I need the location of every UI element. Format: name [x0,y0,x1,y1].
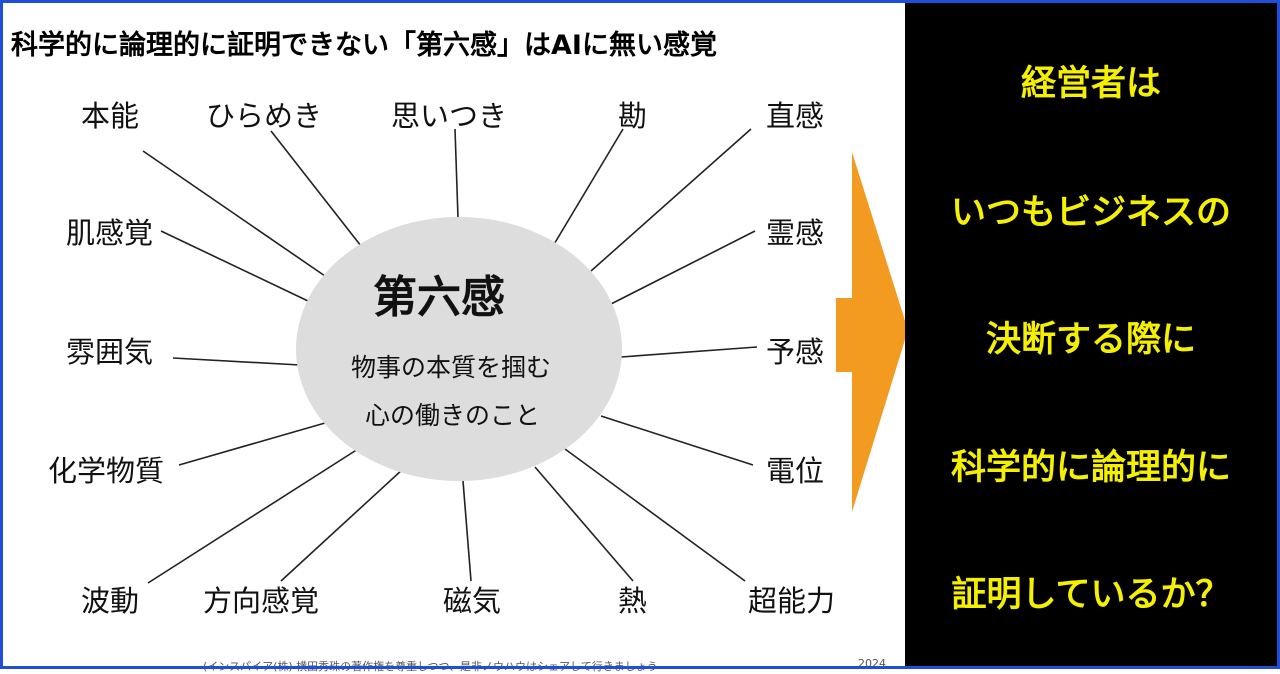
spoke-chokkan [590,128,752,272]
label-netsu: 熱 [618,584,648,618]
label-jiki: 磁気 [443,584,502,618]
spoke-hadakankaku [160,230,309,302]
label-chonoryoku: 超能力 [748,584,836,618]
spoke-netsu [534,466,634,582]
spoke-hirameki [270,130,362,247]
label-deni: 電位 [766,454,825,488]
panel-line-3: 決断する際に [985,320,1196,360]
spoke-chonoryoku [564,448,746,582]
label-kan: 勘 [618,99,648,133]
label-yokan: 予感 [766,335,825,369]
panel-line-4: 科学的に論理的に [950,448,1231,488]
panel-line-2: いつもビジネスの [950,193,1231,233]
center-desc-line2: 心の働きのこと [365,401,541,430]
label-hokokankaku: 方向感覚 [203,584,320,618]
label-honno: 本能 [81,99,140,133]
spoke-kan [552,128,624,247]
spoke-jiki [462,480,472,582]
center-title: 第六感 [373,272,505,323]
spoke-honno [142,150,326,277]
label-hado: 波動 [81,584,140,618]
center-desc-line1: 物事の本質を掴む [351,353,552,382]
spoke-yokan [620,346,758,358]
spoke-hado [147,448,359,584]
label-hirameki: ひらめき [206,99,323,133]
arrow-right-icon [836,152,908,512]
page-title: 科学的に論理的に証明できない「第六感」はAIに無い感覚 [11,30,717,61]
label-omoitsuki: 思いつき [391,99,508,133]
label-reikan: 霊感 [766,216,825,250]
spoke-omoitsuki [454,128,459,219]
spoke-funiki [172,357,301,366]
spoke-deni [600,415,754,466]
panel-line-1: 経営者は [1020,64,1161,104]
spoke-hokokankaku [280,468,404,582]
panel-line-5: 証明しているか？ [951,575,1231,615]
sixth-sense-ellipse [296,217,622,481]
label-funiki: 雰囲気 [66,335,154,369]
spoke-reikan [610,230,756,305]
label-kagakubusshitsu: 化学物質 [48,454,165,488]
right-panel: 経営者は いつもビジネスの 決断する際に 科学的に論理的に 証明しているか？ [905,3,1277,666]
spoke-kagakubusshitsu [178,422,326,466]
mind-map [142,128,758,584]
label-hadakankaku: 肌感覚 [66,216,154,250]
label-chokkan: 直感 [766,99,825,133]
left-panel: 科学的に論理的に証明できない「第六感」はAIに無い感覚 第六感 物事の本質を掴む… [3,3,905,673]
